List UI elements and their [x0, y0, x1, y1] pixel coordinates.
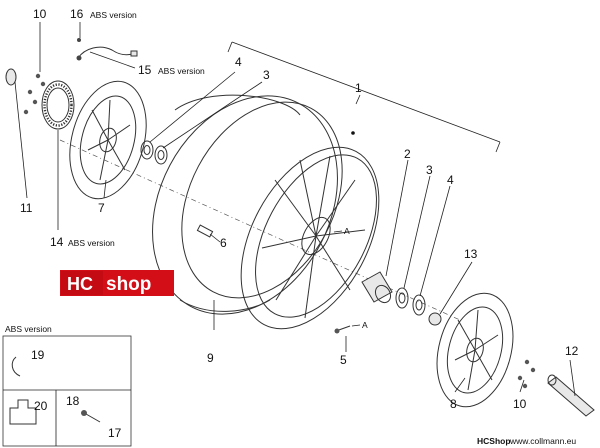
callout-6: 6: [220, 236, 227, 250]
clip-19-shape: [11, 356, 21, 377]
bearing-right: [395, 287, 409, 309]
callout-2: 2: [404, 147, 411, 161]
callout-15: 15: [138, 63, 152, 77]
abs-label-16: ABS version: [90, 10, 137, 20]
abs-label-15: ABS version: [158, 66, 205, 76]
abs-tone-wheel: [41, 80, 75, 130]
spacer-tube: [361, 271, 393, 304]
callout-1: 1: [355, 81, 362, 95]
abs-box-title: ABS version: [5, 324, 52, 334]
clamp-20-shape: [9, 399, 37, 425]
disc-screws-left: [23, 73, 46, 115]
valve: [196, 224, 214, 238]
callout-7: 7: [98, 201, 105, 215]
callout-11: 11: [20, 201, 33, 215]
callout-12: 12: [565, 344, 579, 358]
abs-inset: [2, 335, 132, 447]
callout-13: 13: [464, 247, 478, 261]
leader-lines: [14, 22, 576, 397]
abs-sensor: [76, 46, 138, 61]
axle-centerline: [59, 139, 461, 321]
callout-17: 17: [108, 426, 122, 440]
wheel-axle: [547, 374, 595, 417]
callout-10-right: 10: [513, 397, 527, 411]
footer-brand: HCShop: [477, 436, 511, 446]
screw-5: [334, 325, 351, 334]
seal-right: [412, 294, 426, 316]
abs-inset-frame: [2, 335, 132, 447]
marker-a-screw: A: [362, 320, 368, 330]
callout-9: 9: [207, 351, 214, 365]
brake-disc-right: [436, 292, 514, 408]
callout-numbers: 10 16 15 4 3 1 2 3 4 11 7 14 6 13 9 5 12…: [20, 7, 579, 440]
abs-label-14: ABS version: [68, 238, 115, 248]
callout-16: 16: [70, 7, 84, 21]
callout-20: 20: [34, 399, 48, 413]
marker-a-rim: A: [344, 226, 350, 236]
rim: [240, 131, 380, 330]
callout-3-left: 3: [263, 68, 270, 82]
seal-left: [140, 140, 154, 160]
dust-cover: [5, 68, 17, 86]
brake-disc-left: [69, 80, 147, 200]
callout-19: 19: [31, 348, 45, 362]
callout-5: 5: [340, 353, 347, 367]
tyre: [152, 94, 343, 315]
hcshop-logo: HC shop: [60, 270, 174, 296]
assembly-bracket: [227, 41, 501, 153]
footer-site: www.collmann.eu: [509, 436, 576, 446]
disc-screws-right: [517, 359, 536, 389]
callout-4-left: 4: [235, 55, 242, 69]
sensor-screw: [77, 38, 81, 42]
callout-3-right: 3: [426, 163, 433, 177]
logo-hc: HC: [67, 274, 93, 294]
callout-4-right: 4: [447, 173, 454, 187]
callout-18: 18: [66, 394, 80, 408]
callout-10-left: 10: [33, 7, 47, 21]
spacer: [428, 312, 442, 326]
screw-17-shape: [85, 413, 101, 423]
callout-14: 14: [50, 235, 64, 249]
callout-8: 8: [450, 397, 457, 411]
bearing-left: [154, 145, 168, 165]
logo-shop: shop: [106, 274, 151, 295]
